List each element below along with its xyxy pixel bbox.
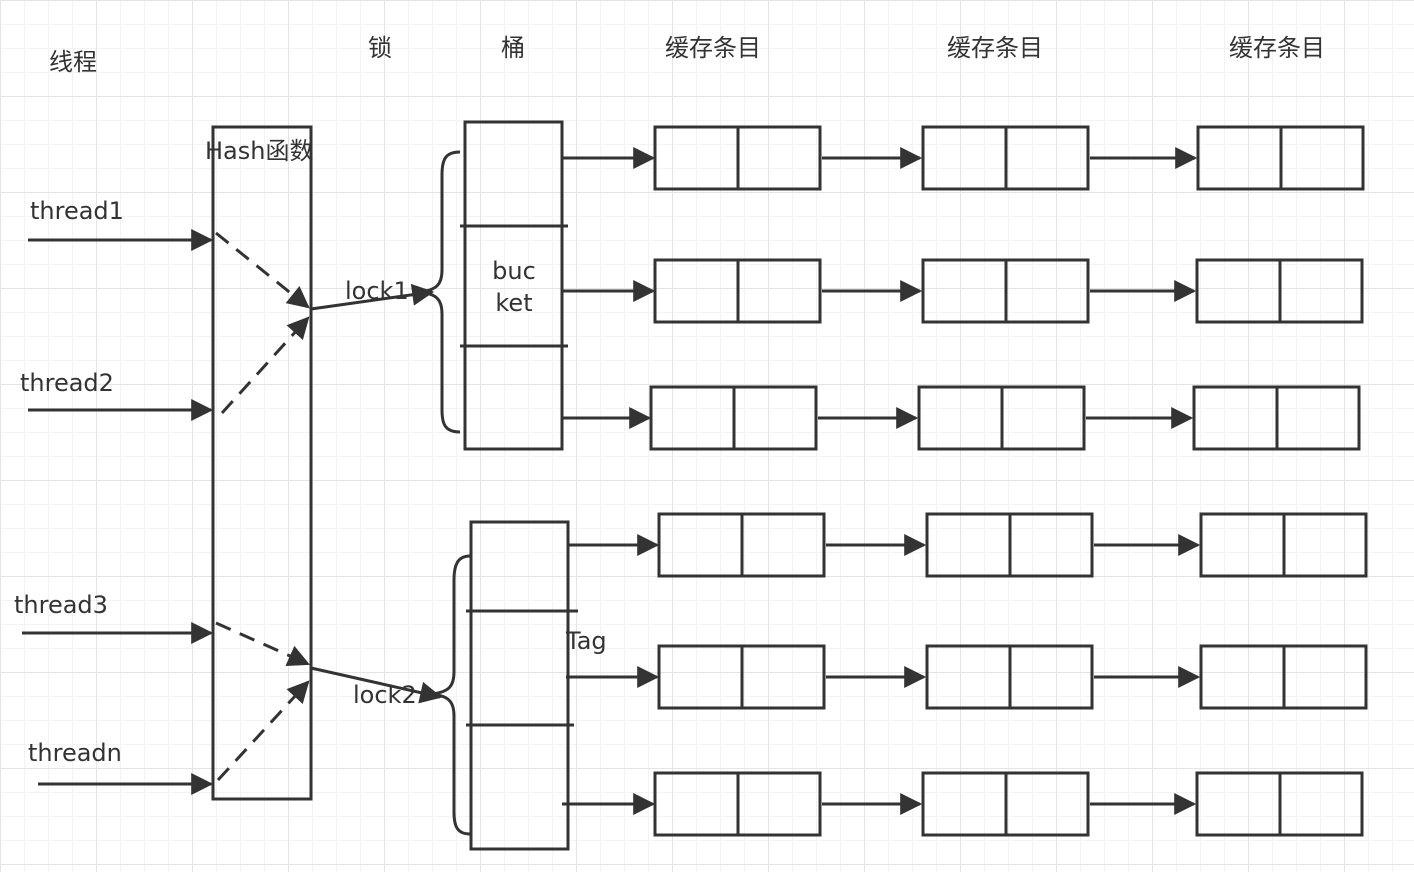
header-cache-entry-2: 缓存条目 [947,34,1043,62]
bucket2-brace [431,554,471,836]
bucket-group-2 [469,520,570,851]
bucket-label-line1: buc [492,257,536,285]
lock2-label: lock2 [353,681,417,709]
bucket-group-1 [463,120,564,451]
hash-dashed-line-4 [216,680,310,782]
threadn-label: threadn [28,739,122,767]
hash-dashed-line-2 [220,316,310,415]
hash-function-box [211,125,313,801]
header-lock: 锁 [368,34,392,62]
bucket1-brace [419,150,461,434]
bucket-label-line2: ket [495,289,533,317]
tag-label: Tag [566,627,607,655]
header-cache-entry-3: 缓存条目 [1229,34,1325,62]
header-cache-entry-1: 缓存条目 [665,34,761,62]
hash-dashed-line-1 [215,231,310,309]
lock2-arrow [310,666,443,704]
header-thread: 线程 [49,48,97,76]
header-bucket: 桶 [501,34,525,62]
lock1-arrow [310,283,435,311]
cache-entries [562,125,1368,837]
thread2-label: thread2 [20,369,114,397]
thread3-label: thread3 [14,591,108,619]
lock1-label: lock1 [345,277,409,305]
hash-dashed-line-3 [215,621,311,666]
thread1-label: thread1 [30,197,124,225]
hash-function-label: Hash函数 [205,137,314,165]
